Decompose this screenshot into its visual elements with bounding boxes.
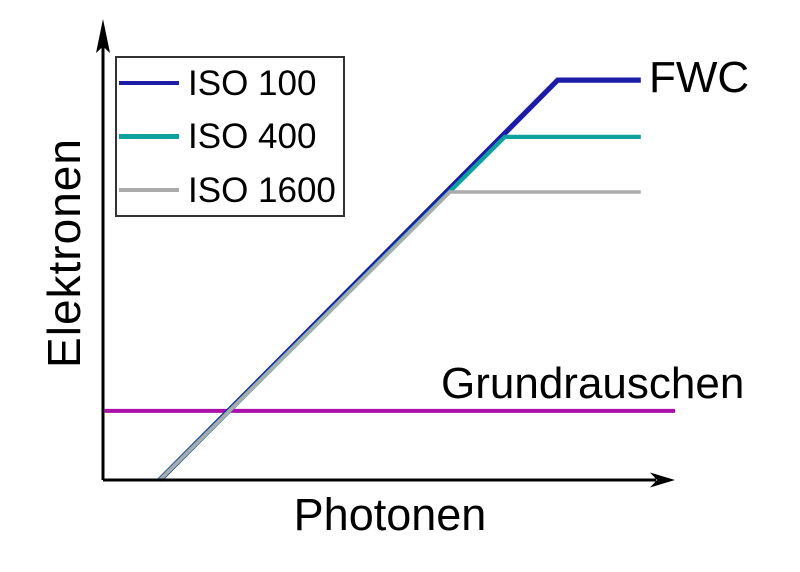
series-layer [104, 77, 676, 482]
legend-item-iso-100: ISO 100 [119, 58, 343, 108]
legend-line-swatch-iso-400 [119, 134, 179, 139]
x-axis-title: Photonen [293, 489, 487, 540]
legend: ISO 100 ISO 400 ISO 1600 [115, 56, 345, 217]
legend-label-iso-400: ISO 400 [188, 117, 317, 156]
legend-line-swatch-iso-100 [119, 80, 179, 86]
y-axis-arrow-icon [96, 19, 110, 53]
legend-item-iso-1600: ISO 1600 [119, 165, 343, 215]
x-axis-arrow-icon [650, 472, 675, 488]
y-axis-title: Elektronen [38, 138, 90, 368]
series-iso-1600 [158, 190, 641, 482]
fwc-annotation: FWC [649, 53, 750, 103]
noise-floor-annotation: Grundrauschen [441, 359, 745, 408]
legend-label-iso-1600: ISO 1600 [188, 170, 336, 210]
legend-item-iso-400: ISO 400 [119, 112, 343, 162]
legend-line-swatch-iso-1600 [119, 187, 179, 193]
legend-label-iso-100: ISO 100 [188, 63, 317, 103]
